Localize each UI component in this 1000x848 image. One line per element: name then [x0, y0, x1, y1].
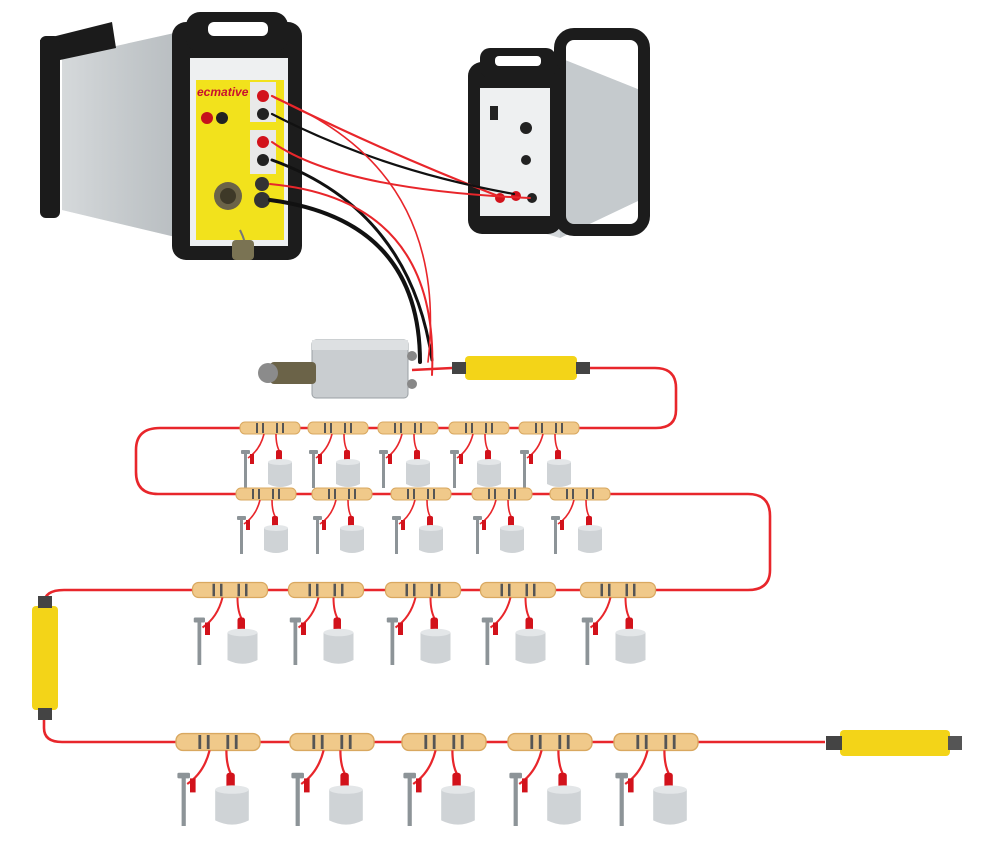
station-row-4 — [174, 732, 700, 828]
yellow-end-tube — [826, 730, 962, 756]
station-row-1 — [239, 421, 580, 489]
main-unit-case: ecmative — [40, 12, 302, 260]
red-terminal — [201, 112, 213, 124]
lead-wires — [268, 94, 531, 376]
remote-unit-case — [468, 28, 650, 238]
daisy-chain-cable — [42, 366, 825, 744]
brand-logo: ecmative — [197, 85, 249, 99]
yellow-inline-tube — [452, 356, 590, 380]
station-row-2 — [235, 487, 611, 555]
station-row-3 — [191, 581, 657, 666]
black-terminal — [216, 112, 228, 124]
yellow-vertical-tube — [32, 596, 58, 720]
junction-box — [258, 339, 417, 399]
